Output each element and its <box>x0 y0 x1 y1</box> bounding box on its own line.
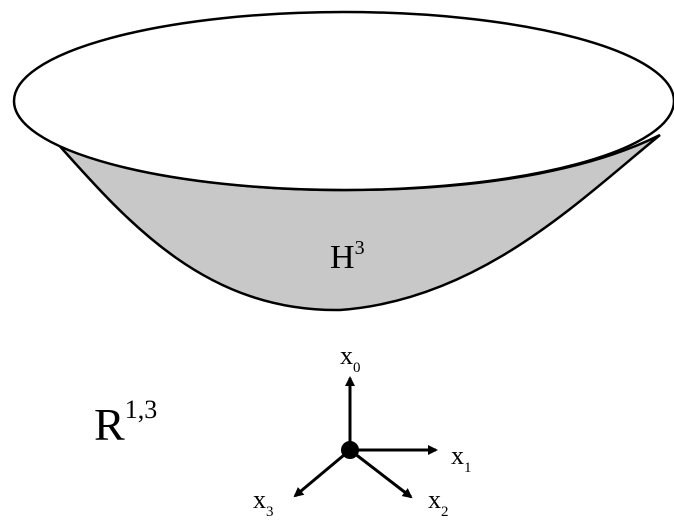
surface-label-sup: 3 <box>355 237 365 259</box>
axis-x3-label: x3 <box>253 485 274 520</box>
space-label: R1,3 <box>94 395 157 450</box>
axis-x3-arrow <box>293 448 351 498</box>
axes-origin-dot <box>341 441 359 459</box>
axis-x2-arrow <box>349 448 413 499</box>
surface-label: H3 <box>330 237 365 276</box>
hyperboloid-rim <box>12 10 674 192</box>
coordinate-axes <box>293 376 438 499</box>
axis-x0-label: x0 <box>340 341 361 376</box>
space-label-base: R <box>94 399 125 450</box>
space-label-sup: 1,3 <box>125 395 158 424</box>
surface-label-base: H <box>330 239 355 276</box>
axis-x2-label: x2 <box>428 485 449 520</box>
axis-x1-label: x1 <box>451 441 472 476</box>
